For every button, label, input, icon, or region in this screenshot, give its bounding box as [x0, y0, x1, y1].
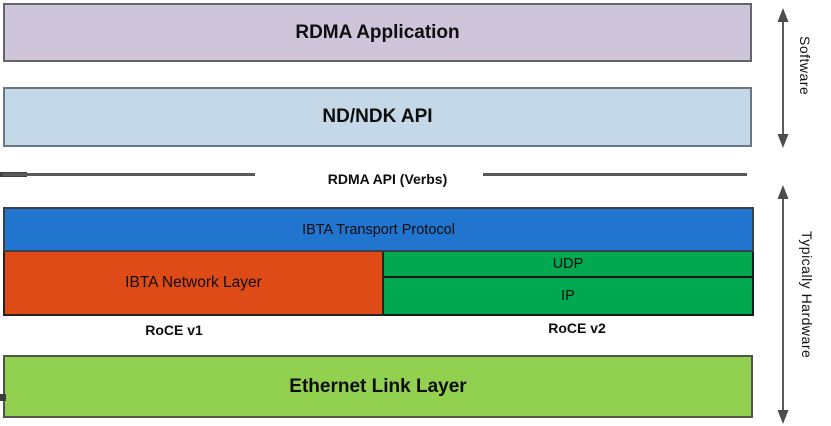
rdma-api-verbs-label: RDMA API (Verbs) [327, 171, 448, 187]
line-artifact-tick [0, 394, 6, 401]
box-ibta-transport-protocol: IBTA Transport Protocol [3, 207, 754, 252]
roce-v1-label: RoCE v1 [145, 322, 203, 338]
verbs-line-left [2, 173, 255, 176]
box-ethernet-link-layer: Ethernet Link Layer [3, 355, 753, 418]
side-arrows [777, 8, 789, 424]
software-arrow [777, 8, 789, 148]
software-label: Software [797, 36, 813, 96]
box-rdma-application: RDMA Application [3, 3, 752, 62]
typically-hardware-arrow [777, 185, 789, 424]
rdma-application-label: RDMA Application [295, 21, 460, 43]
box-nd-ndk-api: ND/NDK API [3, 87, 752, 147]
box-ip: IP [384, 278, 752, 314]
ip-label: IP [561, 288, 575, 304]
box-udp-ip-stack: UDP IP [384, 252, 754, 316]
udp-label: UDP [552, 256, 584, 272]
typically-hardware-label: Typically Hardware [799, 231, 815, 359]
nd-ndk-api-label: ND/NDK API [322, 106, 433, 127]
roce-v2-label: RoCE v2 [548, 320, 606, 336]
ibta-transport-label: IBTA Transport Protocol [302, 221, 455, 238]
box-ibta-network-layer: IBTA Network Layer [3, 252, 384, 316]
box-udp: UDP [384, 252, 752, 278]
verbs-line-right [483, 173, 747, 176]
ethernet-link-label: Ethernet Link Layer [289, 375, 467, 397]
ibta-network-label: IBTA Network Layer [125, 274, 262, 291]
